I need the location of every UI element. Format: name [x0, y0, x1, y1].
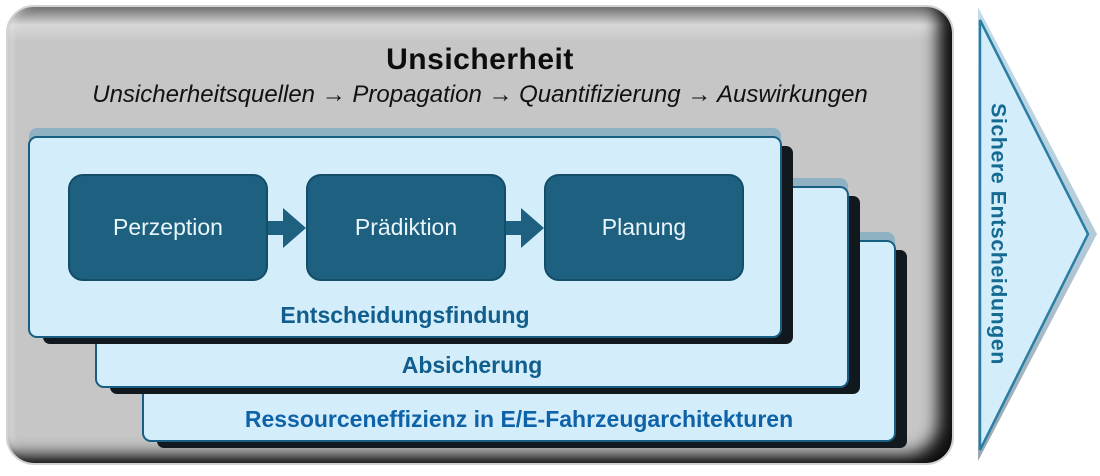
step-perzeption: Perzeption [68, 174, 268, 281]
page-subtitle: Unsicherheitsquellen → Propagation → Qua… [92, 81, 868, 108]
layer-entscheidungsfindung: Perzeption Prädiktion Planung Entscheidu… [28, 136, 782, 338]
layer-label: Absicherung [401, 352, 543, 378]
step-praediktion: Prädiktion [306, 174, 506, 281]
outcome-arrow-label: Sichere Entscheidungen [986, 103, 1011, 365]
flow-arrow-icon [268, 204, 306, 252]
outcome-arrow [978, 7, 1097, 461]
layer-label: Entscheidungsfindung [280, 302, 530, 328]
layer-label: Ressourceneffizienz in E/E-Fahrzeugarchi… [244, 406, 794, 432]
page-title: Unsicherheit [386, 43, 574, 76]
process-chain: Perzeption Prädiktion Planung [68, 174, 744, 281]
flow-arrow-icon [506, 204, 544, 252]
step-planung: Planung [544, 174, 744, 281]
